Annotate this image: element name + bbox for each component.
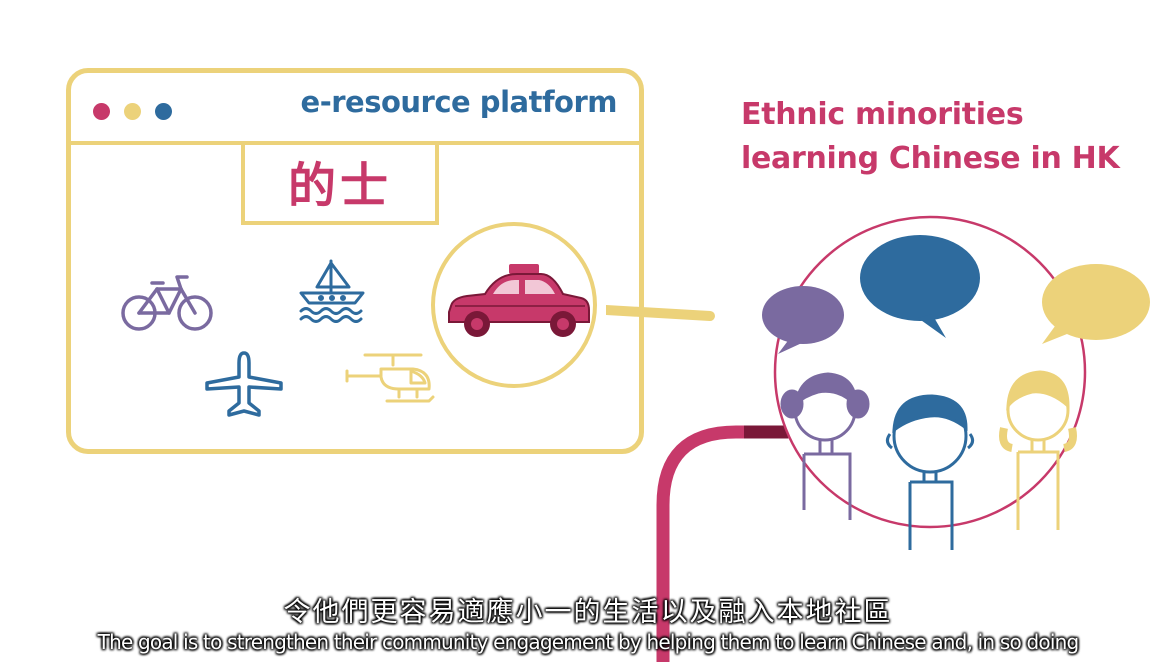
- connector-line: [606, 305, 715, 321]
- helicopter-icon: [345, 353, 435, 403]
- airplane-icon: [205, 351, 283, 417]
- heading-line-1: Ethnic minorities: [741, 97, 1024, 132]
- subtitle-english: The goal is to strengthen their communit…: [97, 630, 1079, 654]
- bicycle-icon: [121, 275, 213, 331]
- window-divider: [71, 141, 639, 145]
- window-dot-red: [93, 103, 110, 120]
- speech-bubble-blue: [860, 235, 980, 338]
- chinese-word: 的士: [287, 158, 392, 214]
- word-card: 的士: [241, 141, 439, 225]
- window-dot-yellow: [124, 103, 141, 120]
- community-circle: [762, 215, 1150, 550]
- boat-icon: [299, 259, 365, 323]
- speech-bubble-yellow: [1042, 264, 1150, 344]
- platform-title: e-resource platform: [300, 85, 618, 119]
- heading-line-2: learning Chinese in HK: [741, 141, 1120, 176]
- window-dot-blue: [155, 103, 172, 120]
- taxi-icon: [448, 264, 590, 337]
- taxi-highlight-circle: [431, 222, 597, 388]
- ethnic-minorities-heading: Ethnic minorities learning Chinese in HK: [741, 93, 1120, 181]
- speech-bubble-purple: [762, 286, 844, 354]
- subtitle-chinese: 令他們更容易適應小一的生活以及融入本地社區: [283, 597, 893, 628]
